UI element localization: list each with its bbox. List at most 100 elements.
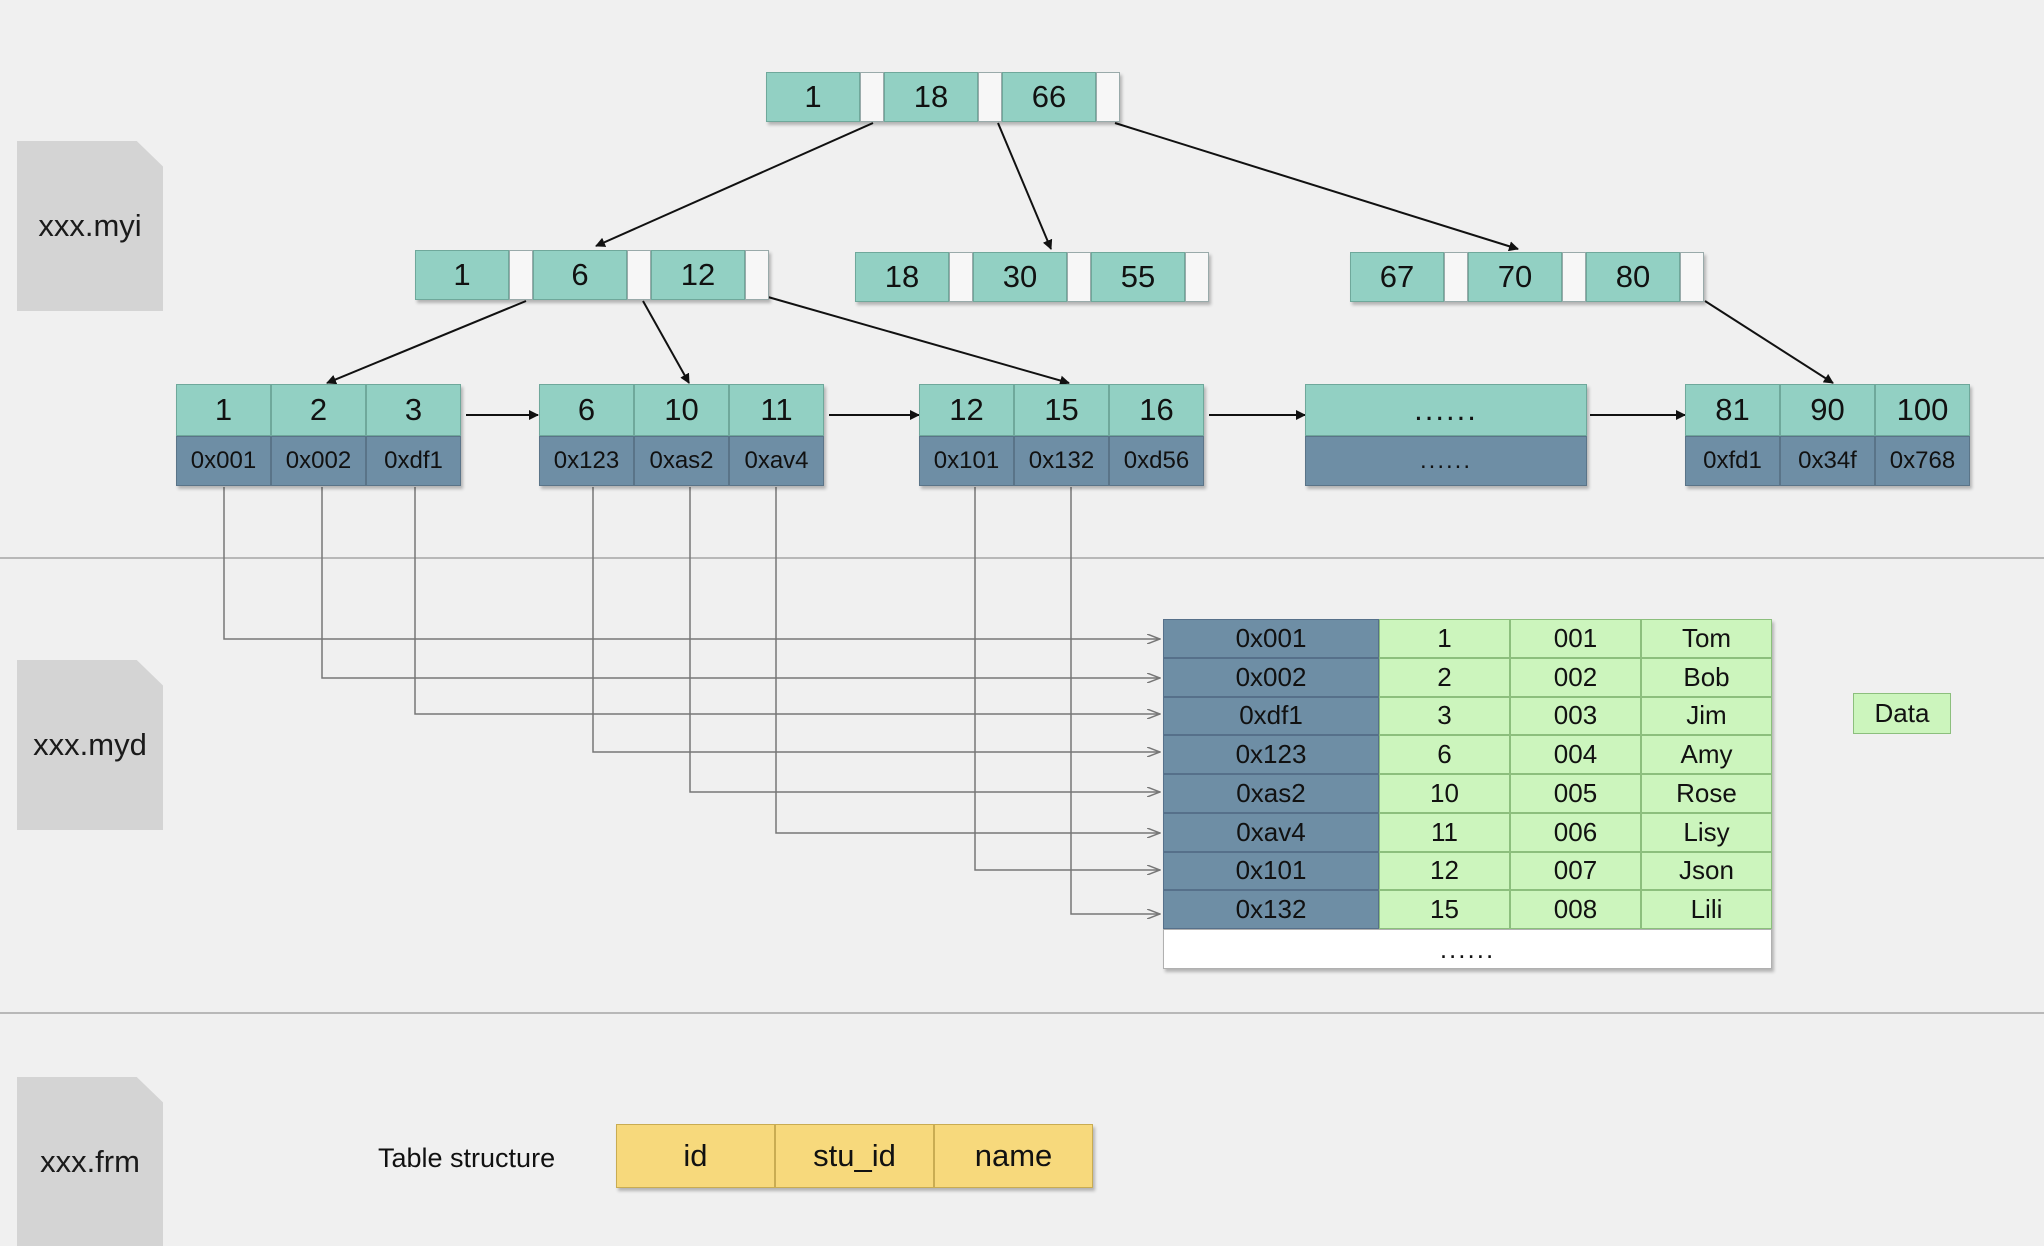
internal-pointer <box>1185 252 1209 302</box>
leaf-entry: 6 0x123 <box>539 384 634 486</box>
table-row: 0x002 2 002 Bob <box>1163 657 1772 697</box>
btree-leaf-5: 81 0xfd1 90 0x34f 100 0x768 <box>1685 384 1970 486</box>
leaf-address: 0x132 <box>1014 436 1109 486</box>
edge-root-to-node-18 <box>997 122 1053 250</box>
internal-key: 55 <box>1091 252 1185 302</box>
row-stu-id: 004 <box>1510 735 1641 774</box>
row-address: 0x123 <box>1163 735 1379 774</box>
leaf-entry: 3 0xdf1 <box>366 384 461 486</box>
btree-internal-node-1: 1 6 12 <box>415 250 769 300</box>
internal-pointer <box>949 252 973 302</box>
leaf-address: 0x768 <box>1875 436 1970 486</box>
section-divider-index-data <box>0 557 2044 559</box>
leaf-key: 15 <box>1014 384 1109 436</box>
leaf-address: 0xfd1 <box>1685 436 1780 486</box>
data-table: 0x001 1 001 Tom 0x002 2 002 Bob 0xdf1 3 … <box>1163 619 1772 969</box>
row-address: 0x001 <box>1163 619 1379 658</box>
leaf-key: 6 <box>539 384 634 436</box>
table-structure-label: Table structure <box>378 1143 556 1173</box>
leaf-key: 1 <box>176 384 271 436</box>
leaf-key: 81 <box>1685 384 1780 436</box>
leaf-entry: 16 0xd56 <box>1109 384 1204 486</box>
leaf-address: 0xdf1 <box>366 436 461 486</box>
leaf-address: 0xd56 <box>1109 436 1204 486</box>
edge-node-1-to-leaf-6 <box>642 300 690 384</box>
file-tab-frm-label: xxx.frm <box>40 1143 140 1179</box>
row-id: 15 <box>1379 890 1510 929</box>
leaf-entry: 12 0x101 <box>919 384 1014 486</box>
edge-node-1-to-leaf-12 <box>767 296 1070 386</box>
table-row: 0xav4 11 006 Lisy <box>1163 812 1772 852</box>
section-divider-data-structure <box>0 1012 2044 1014</box>
row-name: Lisy <box>1641 812 1772 852</box>
table-row: 0x101 12 007 Json <box>1163 851 1772 891</box>
file-tab-myd: xxx.myd <box>17 660 163 830</box>
internal-key: 67 <box>1350 252 1444 302</box>
btree-leaf-2: 6 0x123 10 0xas2 11 0xav4 <box>539 384 824 486</box>
internal-pointer <box>1680 252 1704 302</box>
row-name: Json <box>1641 851 1772 891</box>
btree-internal-node-2: 18 30 55 <box>855 252 1209 302</box>
btree-leaf-3: 12 0x101 15 0x132 16 0xd56 <box>919 384 1204 486</box>
leaf-key-ellipsis: ...... <box>1305 384 1587 436</box>
internal-pointer <box>1067 252 1091 302</box>
row-name: Bob <box>1641 657 1772 697</box>
leaf-entry: 1 0x001 <box>176 384 271 486</box>
row-address: 0xav4 <box>1163 812 1379 852</box>
leaf-entry: 2 0x002 <box>271 384 366 486</box>
table-row: 0xas2 10 005 Rose <box>1163 774 1772 813</box>
table-more-rows: ...... <box>1163 929 1772 969</box>
internal-key: 30 <box>973 252 1067 302</box>
internal-pointer <box>509 250 533 300</box>
pointer-0x123 <box>592 487 1160 752</box>
row-address: 0x101 <box>1163 851 1379 891</box>
structure-column: name <box>934 1124 1093 1188</box>
leaf-address: 0x101 <box>919 436 1014 486</box>
internal-key: 6 <box>533 250 627 300</box>
row-id: 3 <box>1379 696 1510 736</box>
leaf-address: 0xas2 <box>634 436 729 486</box>
internal-key: 12 <box>651 250 745 300</box>
row-stu-id: 002 <box>1510 657 1641 697</box>
leaf-entry: 10 0xas2 <box>634 384 729 486</box>
row-stu-id: 003 <box>1510 696 1641 736</box>
structure-column: stu_id <box>775 1124 934 1188</box>
table-row: 0xdf1 3 003 Jim <box>1163 696 1772 736</box>
leaf-key: 11 <box>729 384 824 436</box>
row-id: 11 <box>1379 812 1510 852</box>
leaf-address: 0x123 <box>539 436 634 486</box>
root-pointer <box>860 72 884 122</box>
leaf-entry: 11 0xav4 <box>729 384 824 486</box>
leaf-key: 100 <box>1875 384 1970 436</box>
row-name: Lili <box>1641 890 1772 929</box>
internal-key: 18 <box>855 252 949 302</box>
leaf-key: 16 <box>1109 384 1204 436</box>
file-tab-frm: xxx.frm <box>17 1077 163 1246</box>
row-stu-id: 006 <box>1510 812 1641 852</box>
edge-node-1-to-leaf-1 <box>326 300 527 385</box>
pointer-0x001 <box>223 487 1160 639</box>
internal-pointer <box>1444 252 1468 302</box>
data-legend: Data <box>1853 693 1951 734</box>
pointer-0x101 <box>974 487 1160 870</box>
btree-leaf-1: 1 0x001 2 0x002 3 0xdf1 <box>176 384 461 486</box>
edge-root-to-node-1 <box>595 122 874 247</box>
row-id: 1 <box>1379 619 1510 658</box>
row-stu-id: 005 <box>1510 774 1641 813</box>
root-pointer <box>1096 72 1120 122</box>
row-id: 12 <box>1379 851 1510 891</box>
row-address: 0x132 <box>1163 890 1379 929</box>
pointer-0x002 <box>321 487 1160 678</box>
row-name: Amy <box>1641 735 1772 774</box>
table-row: 0x132 15 008 Lili <box>1163 890 1772 929</box>
row-stu-id: 008 <box>1510 890 1641 929</box>
leaf-key: 10 <box>634 384 729 436</box>
leaf-address: 0x002 <box>271 436 366 486</box>
row-id: 10 <box>1379 774 1510 813</box>
leaf-address-ellipsis: ...... <box>1305 436 1587 486</box>
row-id: 2 <box>1379 657 1510 697</box>
table-row: 0x001 1 001 Tom <box>1163 619 1772 658</box>
root-key: 18 <box>884 72 978 122</box>
